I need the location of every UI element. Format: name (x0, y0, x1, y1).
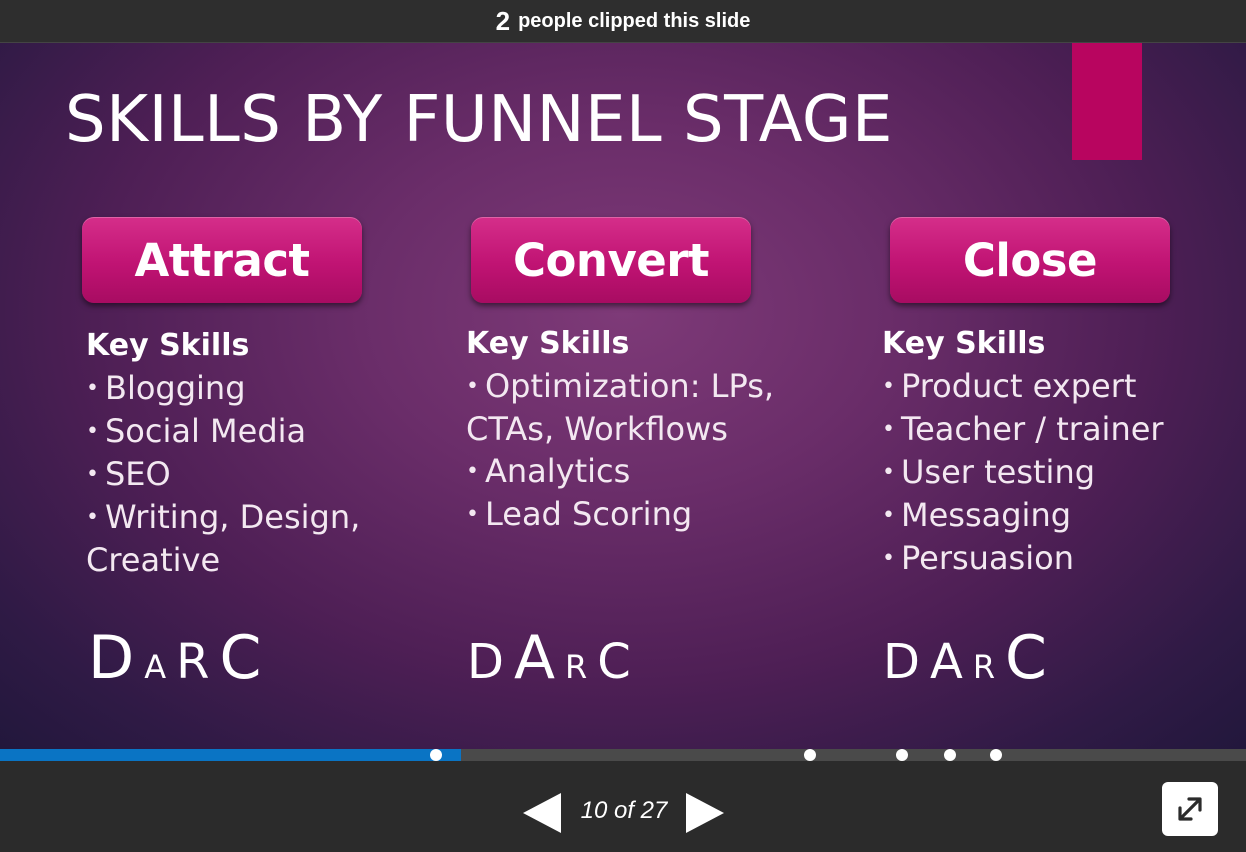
darc-emphasis-convert: D A R C (467, 623, 631, 693)
slide-progress-bar[interactable] (0, 749, 1246, 761)
skill-item: •Product expert (882, 367, 1137, 405)
progress-marker[interactable] (990, 749, 1002, 761)
skills-column-attract: Key Skills •Blogging •Social Media •SEO … (86, 325, 360, 581)
progress-marker[interactable] (804, 749, 816, 761)
skill-item-continuation: Creative (86, 541, 221, 579)
darc-emphasis-close: D A R C (883, 623, 1047, 693)
expand-icon (1178, 797, 1202, 821)
slide-progress-fill (0, 749, 461, 761)
page-indicator: 10 of 27 (580, 797, 668, 824)
slide-accent-bar (1072, 43, 1142, 160)
stage-label-convert: Convert (471, 217, 751, 303)
stage-label-attract: Attract (82, 217, 362, 303)
skills-heading: Key Skills (466, 326, 630, 361)
clip-count-bar: 2 people clipped this slide (0, 0, 1246, 43)
skill-item: •Optimization: LPs, (466, 367, 775, 405)
prev-arrow-icon[interactable] (523, 793, 561, 833)
darc-emphasis-attract: D A R C (88, 623, 262, 693)
stage-label-close: Close (890, 217, 1170, 303)
skills-heading: Key Skills (86, 328, 250, 363)
skills-column-convert: Key Skills •Optimization: LPs, CTAs, Wor… (466, 323, 774, 536)
fullscreen-button[interactable] (1162, 782, 1218, 836)
skill-item: •Blogging (86, 369, 246, 407)
clip-count: 2 (495, 5, 511, 36)
skills-heading: Key Skills (882, 326, 1046, 361)
slide-view: SKILLS BY FUNNEL STAGE Attract Convert C… (0, 43, 1246, 749)
skill-item-continuation: CTAs, Workflows (466, 410, 728, 448)
next-arrow-icon[interactable] (686, 793, 724, 833)
slide-title: SKILLS BY FUNNEL STAGE (65, 83, 893, 157)
skill-item: •Analytics (466, 452, 631, 490)
skill-item: •Persuasion (882, 539, 1074, 577)
skill-item: •User testing (882, 453, 1096, 491)
skill-item: •Lead Scoring (466, 495, 693, 533)
progress-marker[interactable] (944, 749, 956, 761)
skills-column-close: Key Skills •Product expert •Teacher / tr… (882, 323, 1164, 580)
clip-count-label: people clipped this slide (518, 9, 751, 32)
skill-item: •Social Media (86, 412, 307, 450)
player-controls: 10 of 27 (0, 761, 1246, 852)
skill-item: •Messaging (882, 496, 1072, 534)
skill-item: •Writing, Design, (86, 498, 361, 536)
skill-item: •SEO (86, 455, 171, 493)
progress-handle[interactable] (430, 749, 442, 761)
skill-item: •Teacher / trainer (882, 410, 1164, 448)
progress-marker[interactable] (896, 749, 908, 761)
